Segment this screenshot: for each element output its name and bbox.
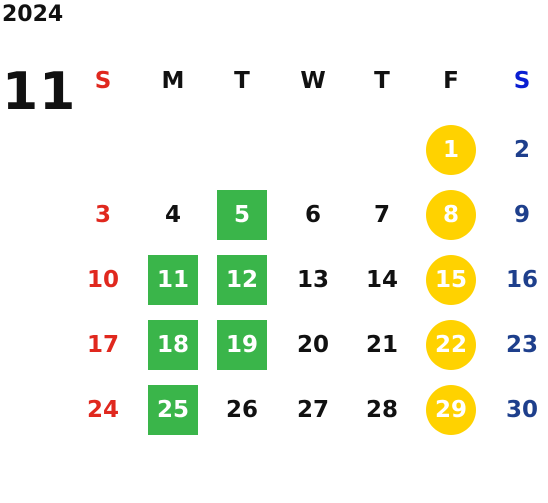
day-cell-19[interactable]: 19 bbox=[217, 320, 267, 370]
day-cell-15[interactable]: 15 bbox=[426, 255, 476, 305]
day-cell-7[interactable]: 7 bbox=[373, 202, 390, 228]
day-cell-3[interactable]: 3 bbox=[94, 202, 111, 228]
weekday-tuesday: T bbox=[234, 68, 250, 94]
day-cell-20[interactable]: 20 bbox=[296, 332, 329, 358]
weekday-sunday: S bbox=[94, 68, 112, 94]
day-cell-22[interactable]: 22 bbox=[426, 320, 476, 370]
day-cell-28[interactable]: 28 bbox=[365, 397, 398, 423]
day-cell-13[interactable]: 13 bbox=[296, 267, 329, 293]
day-cell-24[interactable]: 24 bbox=[86, 397, 119, 423]
day-cell-12[interactable]: 12 bbox=[217, 255, 267, 305]
weekday-wednesday: W bbox=[300, 68, 326, 94]
day-cell-1[interactable]: 1 bbox=[426, 125, 476, 175]
weekday-monday: M bbox=[161, 68, 185, 94]
day-cell-25[interactable]: 25 bbox=[148, 385, 198, 435]
year-label: 2024 bbox=[2, 2, 64, 27]
day-cell-23[interactable]: 23 bbox=[505, 332, 538, 358]
day-cell-11[interactable]: 11 bbox=[148, 255, 198, 305]
day-cell-10[interactable]: 10 bbox=[86, 267, 119, 293]
day-cell-9[interactable]: 9 bbox=[513, 202, 530, 228]
day-cell-30[interactable]: 30 bbox=[505, 397, 538, 423]
day-cell-8[interactable]: 8 bbox=[426, 190, 476, 240]
day-cell-26[interactable]: 26 bbox=[225, 397, 258, 423]
weekday-thursday: T bbox=[374, 68, 390, 94]
day-cell-29[interactable]: 29 bbox=[426, 385, 476, 435]
day-cell-14[interactable]: 14 bbox=[365, 267, 398, 293]
day-cell-2[interactable]: 2 bbox=[513, 137, 530, 163]
month-label: 11 bbox=[2, 62, 77, 122]
day-cell-17[interactable]: 17 bbox=[86, 332, 119, 358]
day-cell-18[interactable]: 18 bbox=[148, 320, 198, 370]
day-cell-6[interactable]: 6 bbox=[304, 202, 321, 228]
day-cell-4[interactable]: 4 bbox=[164, 202, 181, 228]
weekday-friday: F bbox=[443, 68, 459, 94]
day-cell-16[interactable]: 16 bbox=[505, 267, 538, 293]
day-cell-21[interactable]: 21 bbox=[365, 332, 398, 358]
weekday-saturday: S bbox=[513, 68, 531, 94]
day-cell-5[interactable]: 5 bbox=[217, 190, 267, 240]
day-cell-27[interactable]: 27 bbox=[296, 397, 329, 423]
